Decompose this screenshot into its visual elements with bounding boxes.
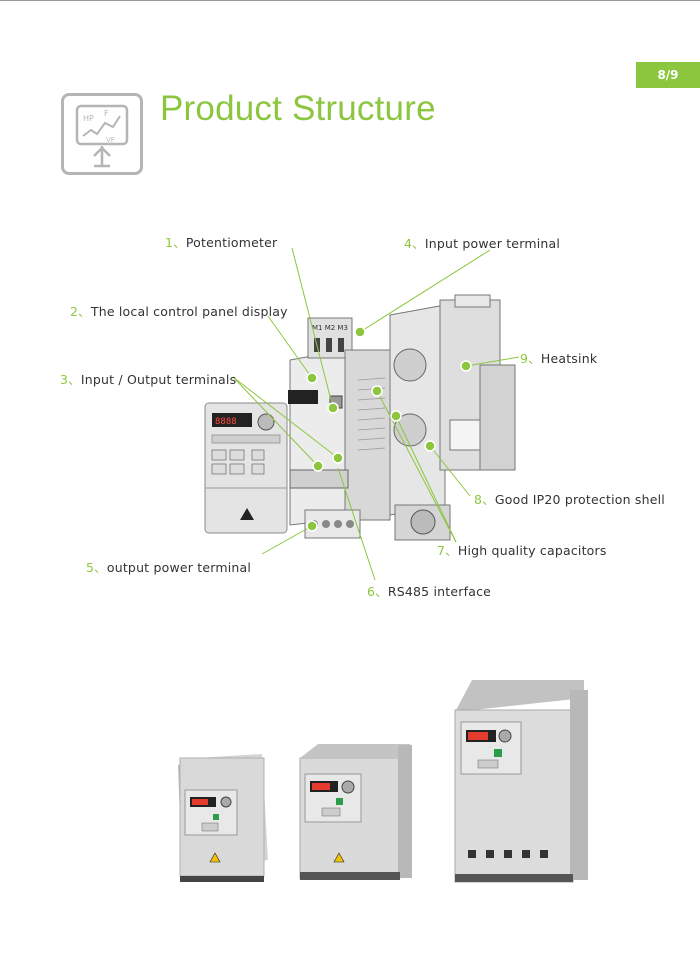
callout-number: 9、 — [520, 351, 541, 366]
callout-dot-1 — [328, 403, 338, 413]
callout-output-power-terminal: 5、output power terminal — [86, 557, 251, 576]
callout-label: High quality capacitors — [458, 543, 607, 558]
callout-dot-2 — [307, 373, 317, 383]
exploded-view-diagram: 8888 M1 M2 M3 — [0, 220, 700, 610]
callout-label: Input / Output terminals — [81, 372, 236, 387]
callout-potentiometer: 1、Potentiometer — [165, 232, 277, 251]
callout-io-terminals: 3、Input / Output terminals — [60, 369, 236, 388]
product-lineup-drawing — [0, 650, 700, 910]
callout-label: Input power terminal — [425, 236, 560, 251]
callout-number: 6、 — [367, 584, 388, 599]
callout-protection-shell: 8、Good IP20 protection shell — [474, 489, 665, 508]
callout-label: Good IP20 protection shell — [495, 492, 665, 507]
callout-number: 5、 — [86, 560, 107, 575]
callout-number: 8、 — [474, 492, 495, 507]
callout-dot-4 — [355, 327, 365, 337]
keypad-module: 8888 — [205, 403, 287, 533]
callout-rs485-interface: 6、RS485 interface — [367, 581, 491, 600]
callout-heatsink: 9、Heatsink — [520, 348, 597, 367]
callout-number: 1、 — [165, 235, 186, 250]
callout-dot-5 — [307, 521, 317, 531]
page-title: Product Structure — [160, 89, 436, 129]
callout-dot-7b — [391, 411, 401, 421]
vfd-chart-graphic: HP F VF — [64, 96, 140, 172]
page-indicator: 8/9 — [636, 62, 700, 88]
top-rule — [0, 0, 700, 1]
callout-dot-3b — [333, 453, 343, 463]
callout-input-power-terminal: 4、Input power terminal — [404, 233, 560, 252]
icon-label-f: F — [104, 109, 109, 118]
callout-number: 7、 — [437, 543, 458, 558]
callout-control-panel-display: 2、The local control panel display — [70, 301, 288, 320]
vfd-chart-icon: HP F VF — [61, 93, 143, 175]
callout-dot-7 — [372, 386, 382, 396]
callout-number: 3、 — [60, 372, 81, 387]
callout-dot-3 — [313, 461, 323, 471]
icon-label-vf: VF — [106, 136, 115, 144]
keypad-display: 8888 — [215, 417, 237, 427]
callout-label: The local control panel display — [91, 304, 288, 319]
callout-capacitors: 7、High quality capacitors — [437, 540, 607, 559]
callout-label: RS485 interface — [388, 584, 491, 599]
callout-number: 4、 — [404, 236, 425, 251]
product-lineup-image — [0, 650, 700, 910]
callout-number: 2、 — [70, 304, 91, 319]
callout-label: output power terminal — [107, 560, 251, 575]
callout-label: Potentiometer — [186, 235, 277, 250]
vfd-small-unit — [178, 754, 268, 882]
vfd-large-unit — [455, 680, 588, 882]
terminal-labels: M1 M2 M3 — [312, 324, 348, 332]
main-body-module: M1 M2 M3 — [288, 318, 390, 538]
callout-label: Heatsink — [541, 351, 597, 366]
callout-dot-8 — [425, 441, 435, 451]
callout-dot-9 — [461, 361, 471, 371]
vfd-medium-unit — [300, 744, 412, 880]
icon-label-hp: HP — [83, 114, 94, 123]
